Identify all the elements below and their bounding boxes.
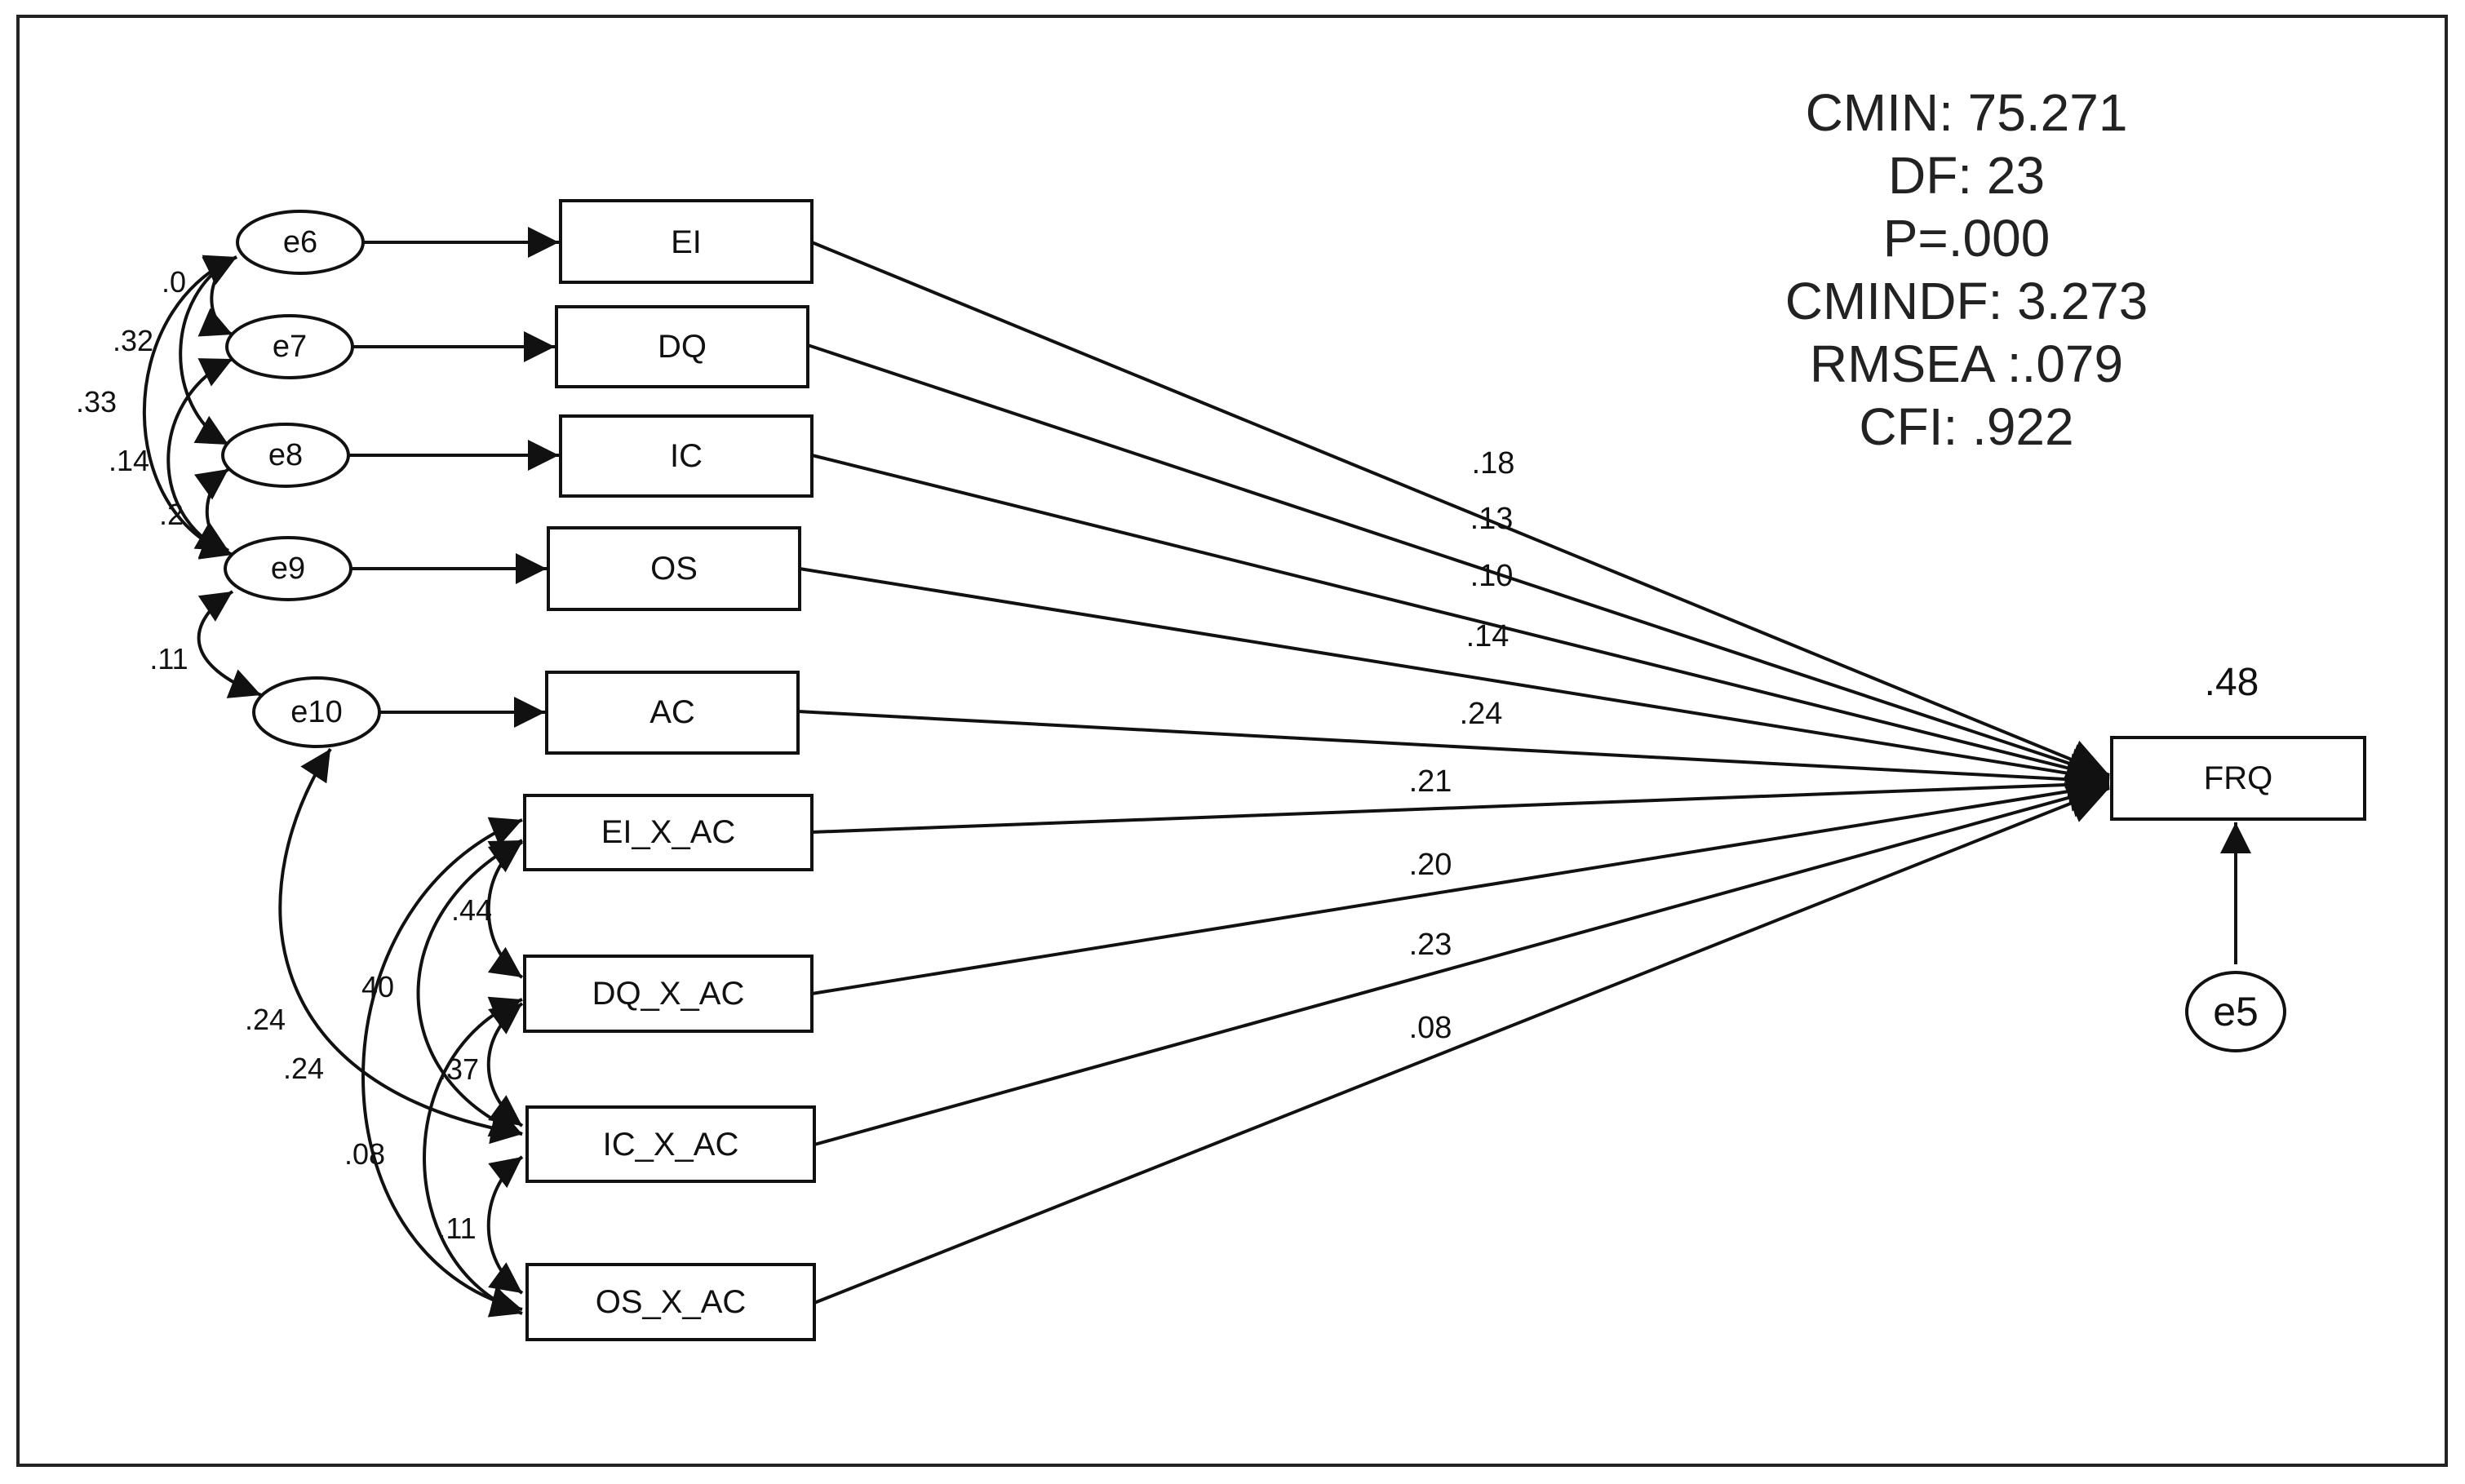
- cov-label-eixac-dqxac: .44: [451, 893, 492, 927]
- path-icxac-frq: [814, 777, 2110, 1146]
- error-e9-label: e9: [271, 552, 305, 586]
- coef-osxac-frq: .08: [1409, 1011, 1452, 1045]
- error-e5-label: e5: [2213, 989, 2259, 1034]
- cov-icxac-osxac: [486, 1155, 524, 1295]
- stat-rmsea: RMSEA :.079: [1809, 334, 2124, 393]
- coef-ac-frq: .24: [1460, 697, 1503, 731]
- diagram-frame: [16, 15, 2448, 1467]
- stat-cmindf: CMINDF: 3.273: [1784, 272, 2148, 330]
- cov-e9-e10: [197, 590, 262, 698]
- node-osxac-label: OS_X_AC: [596, 1284, 747, 1320]
- fit-statistics: CMIN: 75.271 DF: 23 P=.000 CMINDF: 3.273…: [1714, 82, 2219, 458]
- node-frq-box: [2110, 736, 2366, 821]
- stat-cfi: CFI: .922: [1859, 397, 2074, 456]
- cov-label-e6-e7: .0: [162, 265, 186, 299]
- error-e6-label: e6: [283, 225, 317, 259]
- error-e8-label: e8: [268, 438, 303, 472]
- cov-label-e6-e9: .33: [76, 385, 117, 419]
- cov-label-dqxac-icxac: .37: [438, 1052, 479, 1086]
- node-ei-box: [559, 199, 814, 284]
- coef-eixac-frq: .21: [1409, 764, 1452, 799]
- node-ac-box: [545, 671, 800, 755]
- path-dqxac-frq: [811, 771, 2110, 995]
- cov-label-e8-e9: .2: [159, 498, 184, 531]
- node-ic-label: IC: [670, 438, 703, 474]
- cov-e10-icxac: [278, 747, 523, 1145]
- node-icxac-box: [525, 1105, 816, 1183]
- cov-eixac-osxac: [361, 817, 523, 1318]
- stat-df: DF: 23: [1887, 146, 2046, 205]
- path-ac-frq: [797, 710, 2110, 800]
- node-icxac-label: IC_X_AC: [603, 1127, 739, 1163]
- node-eixac-label: EI_X_AC: [601, 814, 736, 850]
- error-e5-ellipse: [2185, 971, 2286, 1052]
- node-ei-label: EI: [671, 224, 702, 260]
- coef-ei-frq: .18: [1472, 446, 1515, 481]
- coef-dq-frq: .13: [1470, 502, 1514, 536]
- coef-os-frq: .14: [1466, 619, 1510, 653]
- cov-label-eixac-osxac: .08: [344, 1137, 385, 1171]
- node-dq-label: DQ: [658, 329, 707, 365]
- node-frq-label: FRQ: [2204, 760, 2272, 796]
- error-e10-label: e10: [290, 695, 342, 729]
- path-ei-frq: [811, 241, 2110, 779]
- cov-label-e10-icxac-a: .24: [245, 1003, 286, 1036]
- path-os-frq: [799, 567, 2110, 794]
- node-dqxac-box: [523, 955, 814, 1033]
- cov-label-e9-e10: .11: [149, 642, 188, 676]
- cov-label-e10-icxac-b: .24: [283, 1052, 324, 1085]
- path-osxac-frq: [814, 784, 2110, 1305]
- coef-dqxac-frq: .20: [1409, 848, 1452, 882]
- node-os-label: OS: [650, 551, 698, 587]
- cov-e8-e9: [193, 467, 230, 552]
- cov-label-icxac-osxac: .11: [437, 1212, 476, 1245]
- path-eixac-frq: [811, 764, 2110, 834]
- cov-label-eixac-icxac: 40: [361, 970, 394, 1003]
- cov-eixac-dqxac: [486, 840, 524, 979]
- error-e7-ellipse: [225, 314, 354, 379]
- node-eixac-box: [523, 794, 814, 871]
- error-e10-ellipse: [252, 676, 381, 748]
- node-ic-box: [559, 414, 814, 498]
- node-dqxac-label: DQ_X_AC: [592, 976, 745, 1012]
- node-dq-box: [555, 305, 809, 388]
- path-dq-frq: [807, 343, 2110, 783]
- coef-ic-frq: .10: [1470, 559, 1514, 593]
- coef-icxac-frq: .23: [1409, 928, 1452, 962]
- cov-dqxac-icxac: [486, 1002, 524, 1127]
- stat-p: P=.000: [1882, 209, 2050, 268]
- cov-eixac-icxac: [416, 839, 523, 1137]
- node-ac-label: AC: [650, 694, 695, 730]
- error-e7-label: e7: [273, 330, 307, 364]
- stat-cmin: CMIN: 75.271: [1805, 83, 2128, 142]
- error-e6-ellipse: [236, 210, 365, 275]
- error-e8-ellipse: [221, 423, 350, 488]
- path-ic-frq: [811, 454, 2110, 789]
- node-osxac-box: [525, 1263, 816, 1341]
- cov-dqxac-osxac: [423, 996, 523, 1318]
- cov-label-e6-e8: .32: [113, 324, 153, 357]
- error-e9-ellipse: [224, 536, 352, 601]
- cov-e6-e9: [142, 255, 237, 560]
- node-os-box: [547, 526, 801, 611]
- r-squared-frq: .48: [2205, 661, 2259, 704]
- cov-label-e7-e9: .14: [109, 444, 149, 477]
